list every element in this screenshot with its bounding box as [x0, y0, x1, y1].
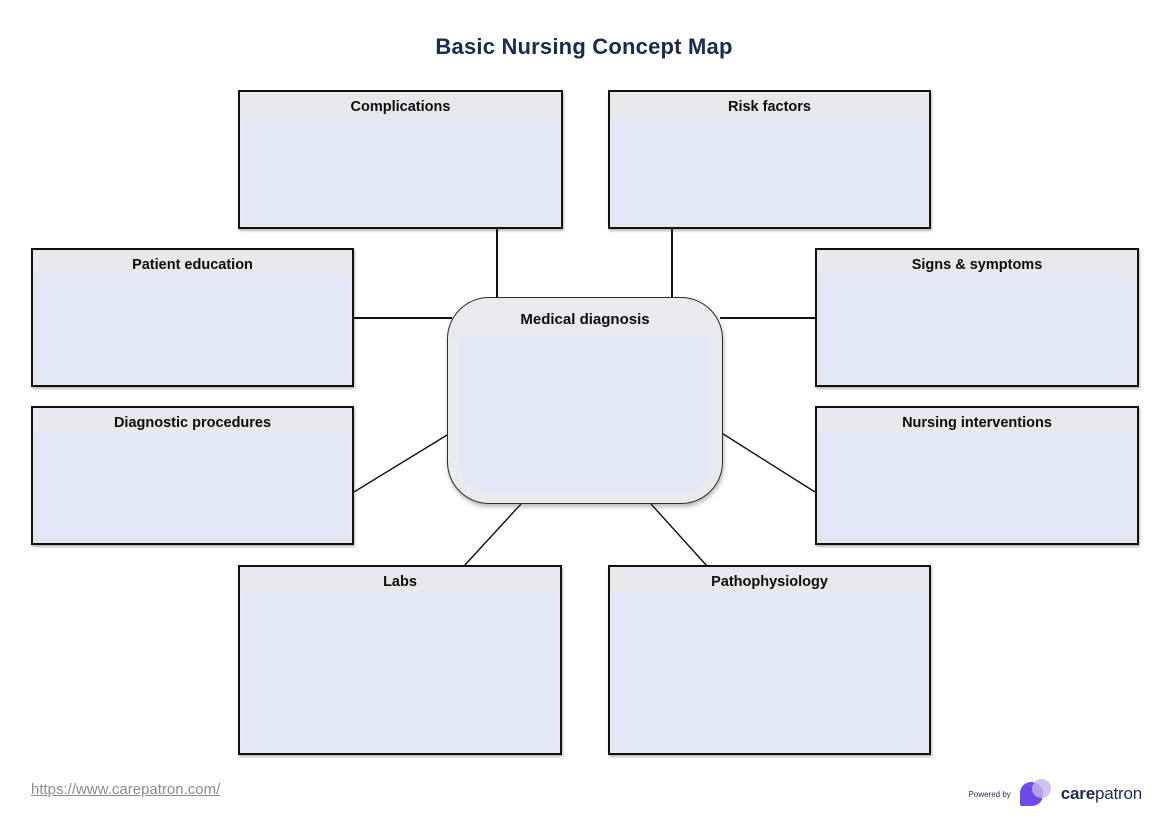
center-node-label: Medical diagnosis: [520, 311, 650, 328]
node-label: Patient education: [132, 257, 253, 273]
connector-labs: [463, 503, 522, 567]
wordmark-care: care: [1060, 784, 1095, 803]
node-signs-symptoms: Signs & symptoms: [815, 248, 1139, 387]
node-content-area: [613, 117, 926, 224]
node-label: Complications: [350, 99, 451, 115]
node-complications: Complications: [238, 90, 563, 229]
node-content-area: [36, 433, 349, 540]
node-label: Risk factors: [727, 99, 811, 115]
node-content-area: [36, 275, 349, 382]
powered-by-brand: Powered by carepatron: [969, 776, 1142, 812]
node-content-area: [243, 592, 557, 750]
node-label: Diagnostic procedures: [113, 415, 272, 431]
carepatron-url-link[interactable]: https://www.carepatron.com/: [31, 781, 221, 798]
carepatron-logo-icon: [1019, 779, 1054, 809]
powered-by-label: Powered by: [968, 789, 1011, 799]
wordmark-patron: patron: [1094, 784, 1142, 803]
node-content-area: [613, 592, 926, 750]
node-nursing-interventions: Nursing interventions: [815, 406, 1139, 545]
node-medical-diagnosis: Medical diagnosis: [447, 297, 723, 504]
node-content-area: [820, 275, 1134, 382]
node-diagnostic-procedures: Diagnostic procedures: [31, 406, 354, 545]
logo-circle-shape: [1031, 779, 1051, 798]
node-labs: Labs: [238, 565, 562, 755]
node-label: Labs: [383, 574, 417, 590]
center-content-area: [459, 335, 711, 493]
connector-nursing-interventions: [719, 431, 816, 493]
connector-pathophysiology: [650, 503, 708, 567]
node-patient-education: Patient education: [31, 248, 354, 387]
node-pathophysiology: Pathophysiology: [608, 565, 931, 755]
node-label: Pathophysiology: [711, 574, 828, 590]
node-content-area: [243, 117, 558, 224]
connector-diagnostic-procedures: [353, 431, 453, 493]
node-label: Nursing interventions: [902, 415, 1052, 431]
page-title: Basic Nursing Concept Map: [435, 34, 733, 59]
node-label: Signs & symptoms: [911, 257, 1043, 273]
node-content-area: [820, 433, 1134, 540]
carepatron-wordmark: carepatron: [1061, 784, 1142, 804]
node-risk-factors: Risk factors: [608, 90, 931, 229]
